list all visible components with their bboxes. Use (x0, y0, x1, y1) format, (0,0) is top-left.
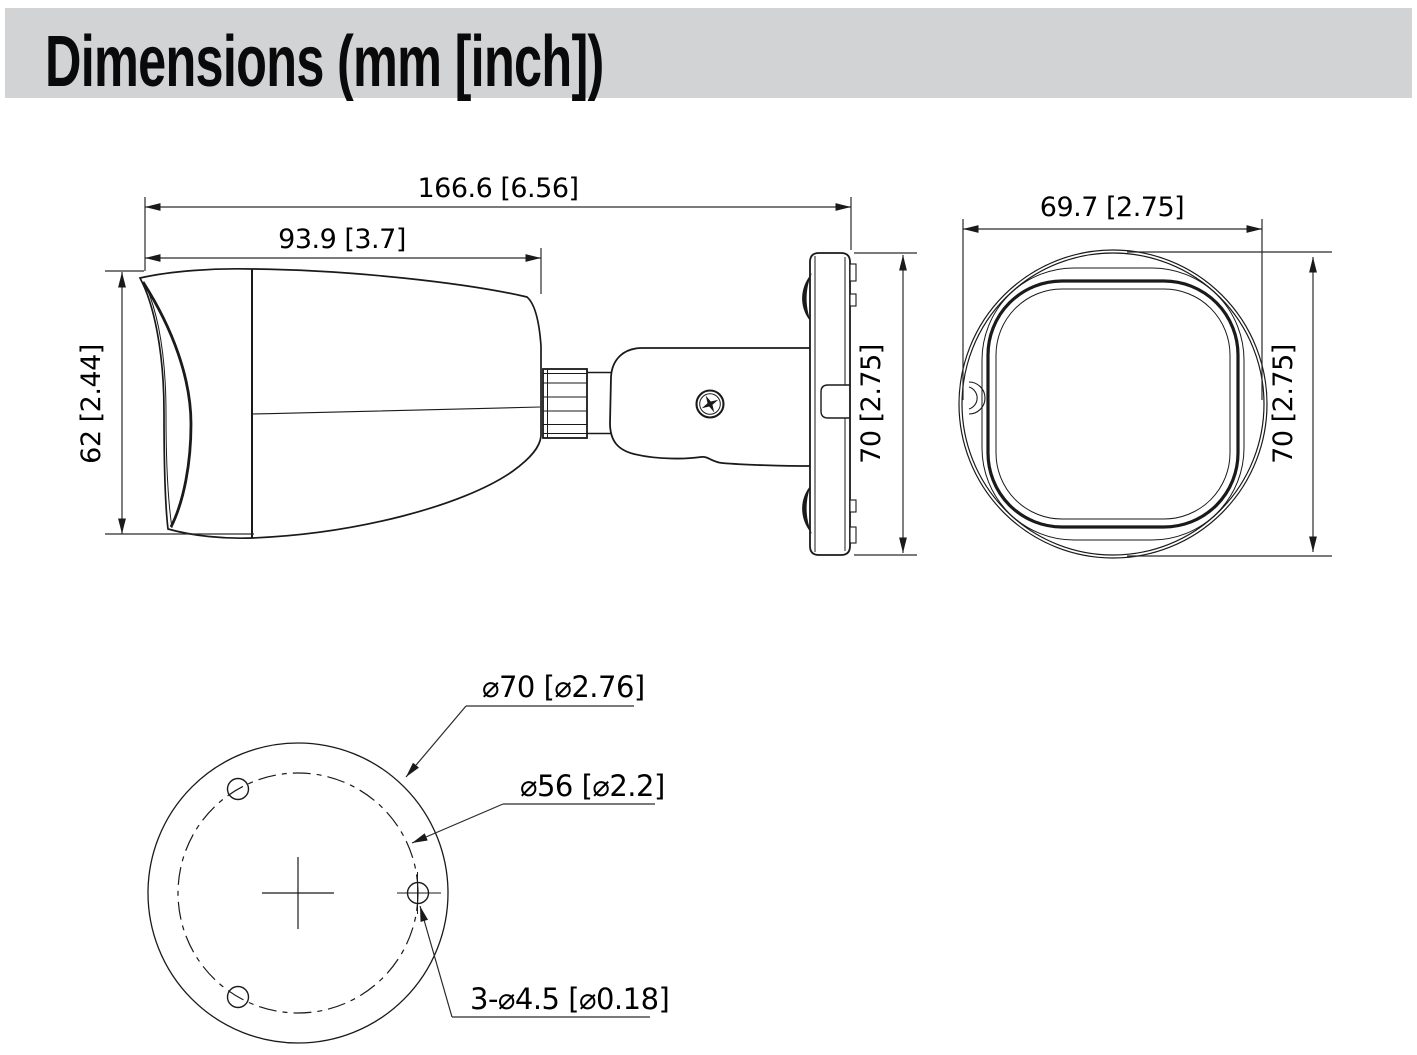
label-mounting-holes-text: 3-⌀4.5 [⌀0.18] (470, 982, 669, 1016)
label-outer-diameter-text: ⌀70 [⌀2.76] (482, 670, 645, 704)
section-header-bar: Dimensions (mm [inch]) (5, 8, 1412, 98)
front-side-tab (968, 381, 986, 415)
camera-body-outline (138, 267, 542, 540)
bottom-view: ⌀70 [⌀2.76] ⌀56 [⌀2.2] 3-⌀4.5 [⌀0.18] (147, 670, 670, 1044)
dim-front-width-text: 69.7 [2.75] (1040, 192, 1184, 223)
body-mid-seam (251, 406, 541, 415)
front-outer-circle-2 (961, 252, 1265, 556)
base-clip-bottom (802, 485, 812, 534)
dim-base-height: 70 [2.75] (854, 252, 917, 556)
threaded-collar (542, 368, 588, 439)
center-cross (262, 857, 334, 929)
label-mounting-holes: 3-⌀4.5 [⌀0.18] (419, 905, 670, 1018)
base-clip-top (802, 273, 812, 322)
label-bolt-circle-text: ⌀56 [⌀2.2] (520, 769, 665, 803)
base-tab (849, 293, 857, 307)
dim-total-length: 166.6 [6.56] (144, 173, 852, 271)
mounting-hole (406, 881, 430, 905)
base-tab (849, 526, 857, 544)
collar-connector (587, 371, 612, 435)
section-title: Dimensions (mm [inch]) (45, 22, 604, 102)
front-face-squircle (986, 279, 1240, 529)
base-tab (849, 263, 857, 282)
label-bolt-circle-diameter: ⌀56 [⌀2.2] (411, 769, 665, 844)
mounting-hole (226, 777, 250, 801)
phillips-cross-icon (701, 395, 719, 413)
front-outer-circle (958, 249, 1268, 559)
dim-front-width: 69.7 [2.75] (962, 192, 1263, 400)
mounting-hole (226, 985, 250, 1009)
front-bezel-curve (141, 281, 193, 528)
front-view: 69.7 [2.75] 70 [2.75] (958, 192, 1332, 559)
base-tab (849, 499, 857, 513)
front-face-inner-line (995, 288, 1231, 520)
label-outer-diameter: ⌀70 [⌀2.76] (405, 670, 645, 778)
arm-screw (695, 389, 725, 419)
dim-body-length: 93.9 [3.7] (145, 224, 542, 294)
base-outer-circle (147, 742, 449, 1044)
dim-body-height-text: 62 [2.44] (76, 344, 107, 464)
dim-body-length-text: 93.9 [3.7] (278, 224, 406, 255)
mount-base (802, 252, 857, 556)
dim-front-height-text: 70 [2.75] (1268, 344, 1299, 464)
dim-body-height: 62 [2.44] (76, 270, 254, 535)
side-view: 166.6 [6.56] 93.9 [3.7] 62 [2.44] 70 [ (76, 173, 917, 556)
dim-front-height: 70 [2.75] (1127, 251, 1332, 557)
dim-total-length-text: 166.6 [6.56] (417, 173, 578, 204)
front-inner-line (145, 285, 173, 529)
base-cable-notch (820, 384, 850, 419)
front-mid-outline (981, 267, 1245, 541)
dim-base-height-text: 70 [2.75] (856, 344, 887, 464)
